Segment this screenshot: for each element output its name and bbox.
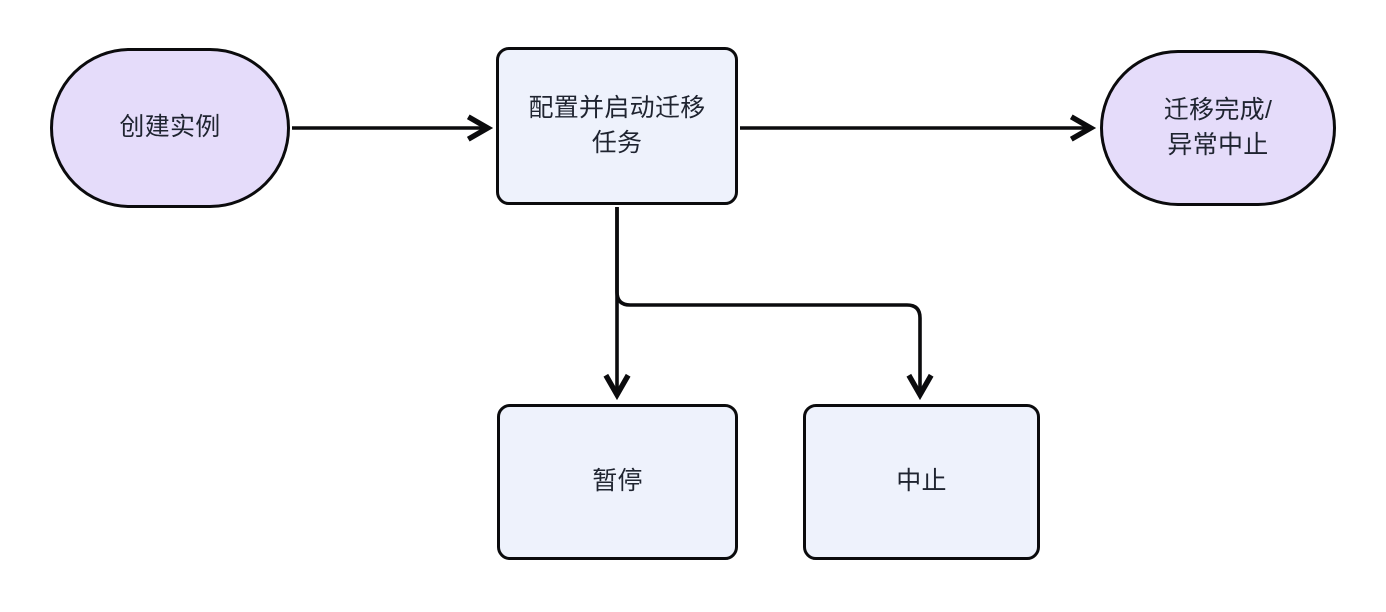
node-create-instance[interactable]: 创建实例	[50, 48, 290, 208]
node-abort-label: 中止	[896, 467, 947, 496]
node-migration-complete-or-aborted-label: 迁移完成/ 异常中止	[1163, 95, 1273, 160]
node-create-instance-label: 创建实例	[119, 113, 221, 142]
node-configure-and-start-migration-task[interactable]: 配置并启动迁移 任务	[496, 47, 738, 205]
node-abort[interactable]: 中止	[803, 404, 1040, 560]
node-pause[interactable]: 暂停	[497, 404, 738, 560]
node-configure-and-start-migration-task-label: 配置并启动迁移 任务	[528, 93, 706, 158]
node-pause-label: 暂停	[592, 467, 643, 496]
node-migration-complete-or-aborted[interactable]: 迁移完成/ 异常中止	[1100, 50, 1336, 206]
edge-configure-to-abort	[615, 207, 934, 401]
